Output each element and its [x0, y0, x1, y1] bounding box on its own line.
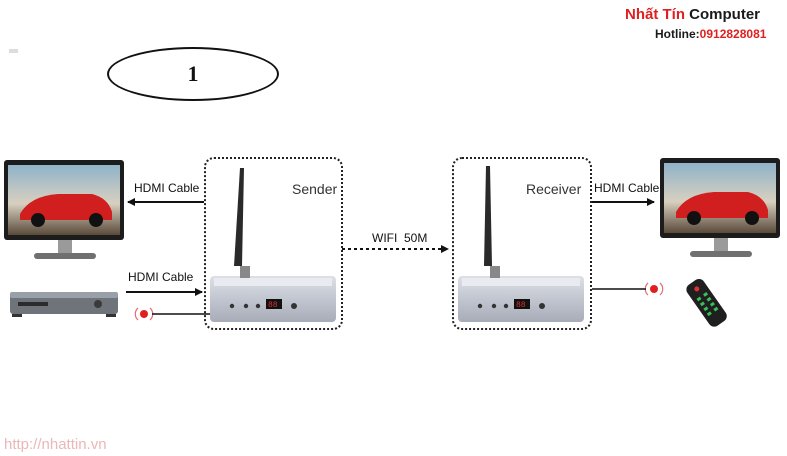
ir-sensor-left-icon — [134, 307, 154, 321]
ir-emitter-right-icon — [644, 282, 664, 296]
svg-text:88: 88 — [268, 301, 278, 310]
hdmi-cable-label-out-right: HDMI Cable — [594, 181, 660, 195]
hotline: Hotline:0912828081 — [655, 27, 767, 41]
brand-logo: Nhất Tín Computer — [625, 6, 761, 23]
dvd-player — [10, 292, 118, 317]
hdmi-cable-label-in-left: HDMI Cable — [128, 270, 194, 284]
website-watermark: http://nhattin.vn — [4, 436, 107, 453]
remote-control-icon — [686, 278, 727, 327]
hdmi-cable-label-out-left: HDMI Cable — [134, 181, 200, 195]
receiver-frame — [452, 157, 592, 330]
sender-frame — [204, 157, 343, 330]
sender-device: 88 — [210, 168, 336, 322]
wifi-distance-label: WIFI 50M — [372, 231, 428, 245]
tv-monitor-left — [4, 160, 124, 259]
small-dash-mark — [9, 49, 18, 53]
tv-monitor-right — [660, 158, 780, 257]
receiver-device: 88 — [458, 166, 584, 322]
step-number-badge: 1 — [107, 47, 279, 101]
receiver-label: Receiver — [526, 181, 582, 197]
sender-label: Sender — [292, 181, 338, 197]
svg-text:88: 88 — [516, 301, 526, 310]
